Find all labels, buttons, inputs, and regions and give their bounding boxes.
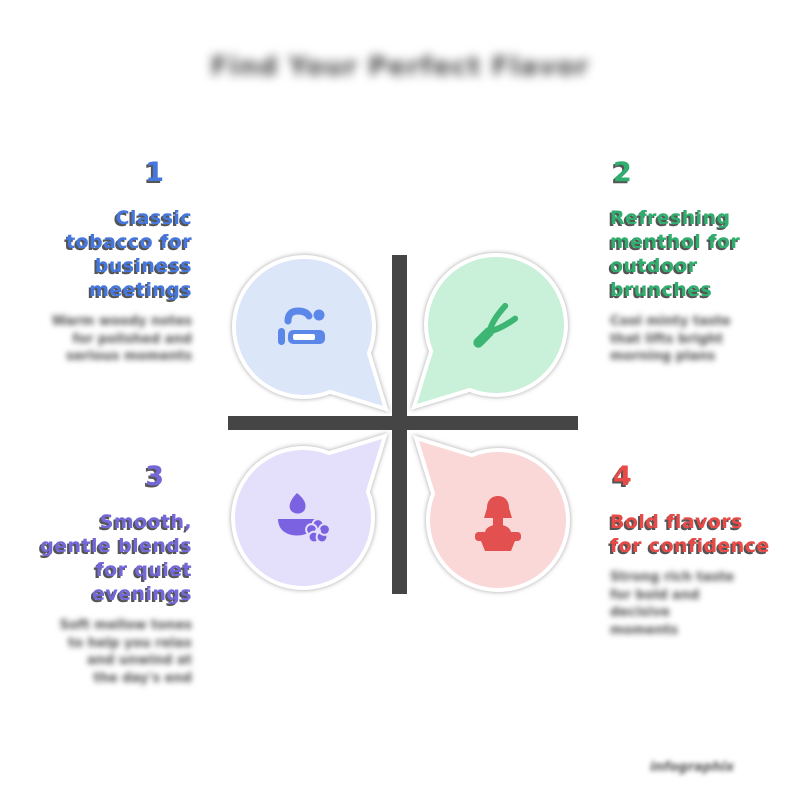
item-body-1: Warm woody notes for polished and seriou… bbox=[51, 314, 192, 364]
fork-icon bbox=[473, 302, 519, 348]
bubble-top-right bbox=[406, 235, 586, 415]
item-number-1: 1 bbox=[145, 157, 164, 188]
bubble-bottom-right bbox=[408, 430, 588, 610]
item-number-2: 2 bbox=[613, 157, 632, 188]
watermark: infographix bbox=[650, 760, 735, 775]
bubble-bottom-left bbox=[213, 428, 393, 608]
quadrant-2-text-group: 2 Refreshing menthol for outdoor brunche… bbox=[610, 156, 772, 366]
quadrant-1-text-group: 1 Classic tobacco for business meetings … bbox=[38, 156, 192, 366]
item-heading-2: Refreshing menthol for outdoor brunches bbox=[610, 207, 741, 301]
item-body-3: Soft mellow tones to help you relax and … bbox=[59, 618, 192, 686]
flower-glyph bbox=[305, 518, 331, 544]
speech-bubble-shape bbox=[230, 432, 389, 591]
item-heading-1: Classic tobacco for business meetings bbox=[66, 207, 192, 301]
item-number-4: 4 bbox=[613, 461, 632, 492]
quadrant-3-text-group: 3 Smooth, gentle blends for quiet evenin… bbox=[38, 460, 192, 687]
bubble-top-left bbox=[214, 237, 394, 417]
item-number-3: 3 bbox=[145, 461, 164, 492]
item-body-2: Cool minty taste that lifts bright morni… bbox=[610, 314, 731, 364]
speaker-podium-icon bbox=[475, 496, 521, 551]
page-title: Find Your Perfect Flavor bbox=[210, 52, 590, 82]
divider-horizontal-bar bbox=[228, 416, 578, 430]
smoking-cigarette-icon bbox=[278, 307, 325, 345]
item-body-4: Strong rich taste for bold and decisive … bbox=[610, 570, 735, 638]
oil-lamp-flower-icon bbox=[278, 493, 331, 544]
item-heading-3: Smooth, gentle blends for quiet evenings bbox=[40, 511, 192, 605]
item-heading-4: Bold flavors for confidence bbox=[610, 511, 770, 557]
quadrant-4-text-group: 4 Bold flavors for confidence Strong ric… bbox=[610, 460, 772, 639]
